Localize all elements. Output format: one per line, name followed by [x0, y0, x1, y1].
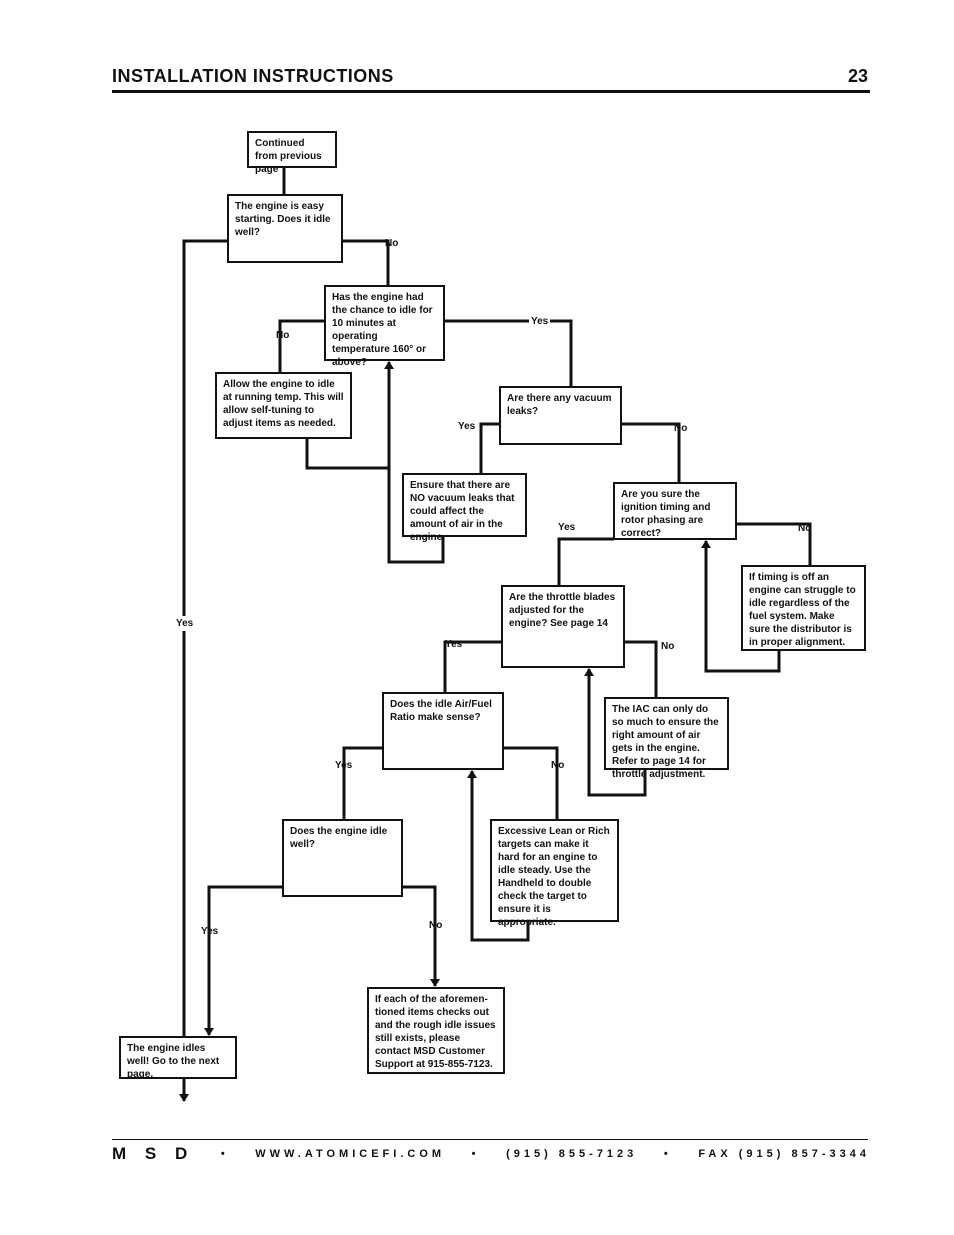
footer-separator: •: [220, 1148, 229, 1160]
node-idle-question: The engine is easy starting. Does it idl…: [227, 194, 343, 263]
footer-brand: M S D: [112, 1144, 195, 1163]
footer-separator: •: [471, 1148, 480, 1160]
page-footer: M S D • WWW.ATOMICEFI.COM • (915) 855-71…: [112, 1144, 870, 1164]
node-warm-question: Has the engine had the chance to idle fo…: [324, 285, 445, 368]
label-yes: Yes: [176, 616, 194, 631]
node-vacuum-question: Are there any vacuum leaks?: [499, 386, 622, 445]
node-throttle-question: Are the throttle blades adjusted for the…: [501, 585, 625, 668]
node-contact-support: If each of the aforemen-tioned items che…: [367, 987, 505, 1074]
node-iac-note: The IAC can only do so much to ensure th…: [604, 697, 729, 780]
node-afr-question: Does the idle Air/Fuel Ratio make sense?: [382, 692, 504, 770]
label-no: No: [798, 523, 812, 534]
label-yes: Yes: [201, 926, 219, 937]
label-no: No: [551, 760, 565, 771]
node-ensure-vacuum: Ensure that there are NO vacuum leaks th…: [402, 473, 527, 543]
node-continued: Continued from previous page: [247, 131, 337, 175]
node-done: The engine idles well! Go to the next pa…: [119, 1036, 237, 1080]
header-rule: [112, 90, 870, 93]
page-header-title: INSTALLATION INSTRUCTIONS: [112, 66, 394, 86]
node-idle-well-question: Does the engine idle well?: [282, 819, 403, 897]
node-timing-off: If timing is off an engine can struggle …: [741, 565, 866, 651]
label-yes: Yes: [335, 760, 353, 771]
label-no: No: [674, 423, 688, 434]
node-timing-question: Are you sure the ignition timing and rot…: [613, 482, 737, 540]
label-no: No: [385, 238, 399, 249]
footer-fax: FAX (915) 857-3344: [698, 1148, 870, 1160]
footer-rule: [112, 1139, 868, 1140]
label-no: No: [276, 330, 290, 341]
node-lean-rich: Excessive Lean or Rich targets can make …: [490, 819, 619, 928]
footer-separator: •: [663, 1148, 672, 1160]
label-no: No: [661, 641, 675, 652]
label-yes: Yes: [558, 522, 576, 533]
footer-phone: (915) 855-7123: [506, 1148, 638, 1160]
label-no: No: [429, 920, 443, 931]
footer-website: WWW.ATOMICEFI.COM: [255, 1148, 446, 1160]
label-yes: Yes: [529, 316, 551, 327]
page-number: 23: [847, 66, 868, 86]
label-yes: Yes: [458, 421, 476, 432]
label-yes: Yes: [445, 639, 463, 650]
node-allow-idle: Allow the engine to idle at running temp…: [215, 372, 352, 439]
